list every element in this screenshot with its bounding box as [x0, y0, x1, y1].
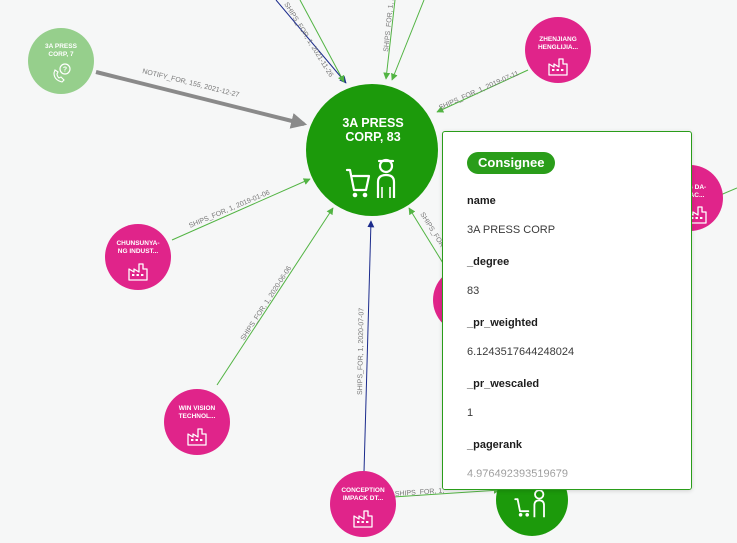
edge-notify[interactable]: NOTIFY_FOR, 155, 2021-12-27 [95, 68, 308, 129]
property-pagerank: _pagerank 4.976492393519679 [467, 439, 568, 480]
edge-conception[interactable]: SHIPS_FOR, 1, 2020-07-07 [357, 220, 375, 473]
node-label-line1: ZHENJIANG [539, 36, 577, 43]
node-win-vision[interactable]: WIN VISION TECHNOL... [164, 389, 230, 455]
property-value: 1 [467, 407, 474, 419]
node-label-line2: IMPACK DT... [343, 495, 384, 502]
consignee-icon [345, 158, 396, 198]
node-3a-press-corp-7[interactable]: 3A PRESS CORP, 7 ? [28, 28, 94, 94]
phone-question-icon: ? [53, 63, 71, 83]
node-label-line2: HENGLIJIA... [538, 44, 578, 51]
node-label-line1: CONCEPTION [341, 487, 385, 494]
property-value: 4.976492393519679 [467, 468, 568, 480]
node-chunsunyang[interactable]: CHUNSUNYA- NG INDUST... [105, 224, 171, 290]
edge-top-mid[interactable]: SHIPS_FOR, 1, 2 [383, 0, 425, 81]
property-pr-wescaled: _pr_wescaled 1 [467, 378, 539, 419]
edge-zhenjiang[interactable]: SHIPS_FOR, 1, 2019-07-11 [436, 69, 529, 113]
property-key: _pr_weighted [467, 317, 538, 329]
property-pr-weighted: _pr_weighted 6.1243517644248024 [467, 317, 574, 358]
node-label-line2: TECHNOL... [179, 413, 216, 420]
property-key: name [467, 195, 496, 207]
consignee-icon [514, 489, 545, 518]
edge-winvision[interactable]: SHIPS_FOR, 1, 2020-06-06 [216, 207, 334, 386]
edge-label-bottom-right: SHIPS_FOR, 1, [395, 488, 445, 498]
center-node-label-line1: 3A PRESS [342, 116, 403, 130]
node-type-badge: Consignee [467, 152, 556, 174]
edge-label-zhenjiang: SHIPS_FOR, 1, 2019-07-11 [438, 70, 520, 112]
property-value: 83 [467, 285, 480, 297]
edge-label-top-left: SHIPS_FOR, 1, 2021-11-26 [282, 1, 334, 78]
property-name: name 3A PRESS CORP [467, 195, 555, 236]
node-3a-press-corp-83[interactable]: 3A PRESS CORP, 83 [306, 84, 438, 216]
edge-label-chunsunyang: SHIPS_FOR, 1, 2019-01-06 [188, 189, 271, 230]
edge-label-conception: SHIPS_FOR, 1, 2020-07-07 [357, 308, 366, 395]
center-node-label-line2: CORP, 83 [345, 130, 400, 144]
node-properties-panel: Consignee name 3A PRESS CORP _degree 83 … [442, 131, 692, 490]
edge-top-left[interactable]: SHIPS_FOR, 1, 2021-11-26 [275, 0, 347, 84]
node-label-line1: WIN VISION [179, 405, 216, 412]
node-label-line1: 3A PRESS [45, 43, 78, 50]
edge-label-winvision: SHIPS_FOR, 1, 2020-06-06 [240, 265, 293, 342]
node-label-line2: NG INDUST... [118, 248, 159, 255]
property-value: 6.1243517644248024 [467, 346, 575, 358]
property-value: 3A PRESS CORP [467, 224, 556, 236]
svg-text:?: ? [63, 67, 67, 74]
node-label-line2: CORP, 7 [48, 51, 74, 58]
property-key: _pagerank [467, 439, 523, 451]
property-degree: _degree 83 [467, 256, 509, 297]
property-key: _degree [467, 256, 510, 268]
node-label-line1: G DA- [688, 184, 706, 191]
node-label-line2: AC... [690, 192, 705, 199]
node-zhenjiang[interactable]: ZHENJIANG HENGLIJIA... [525, 17, 591, 83]
edge-chunsunyang[interactable]: SHIPS_FOR, 1, 2019-01-06 [171, 178, 311, 241]
edge-right-mid[interactable]: SHIPS_FOR [408, 207, 447, 269]
property-key: _pr_wescaled [467, 378, 540, 390]
node-label-line1: CHUNSUNYA- [116, 240, 159, 247]
node-conception-impack[interactable]: CONCEPTION IMPACK DT... [330, 471, 396, 537]
edge-label-top-mid: SHIPS_FOR, 1, 2 [383, 0, 396, 52]
edge-bottom-right[interactable]: SHIPS_FOR, 1, [392, 486, 501, 498]
